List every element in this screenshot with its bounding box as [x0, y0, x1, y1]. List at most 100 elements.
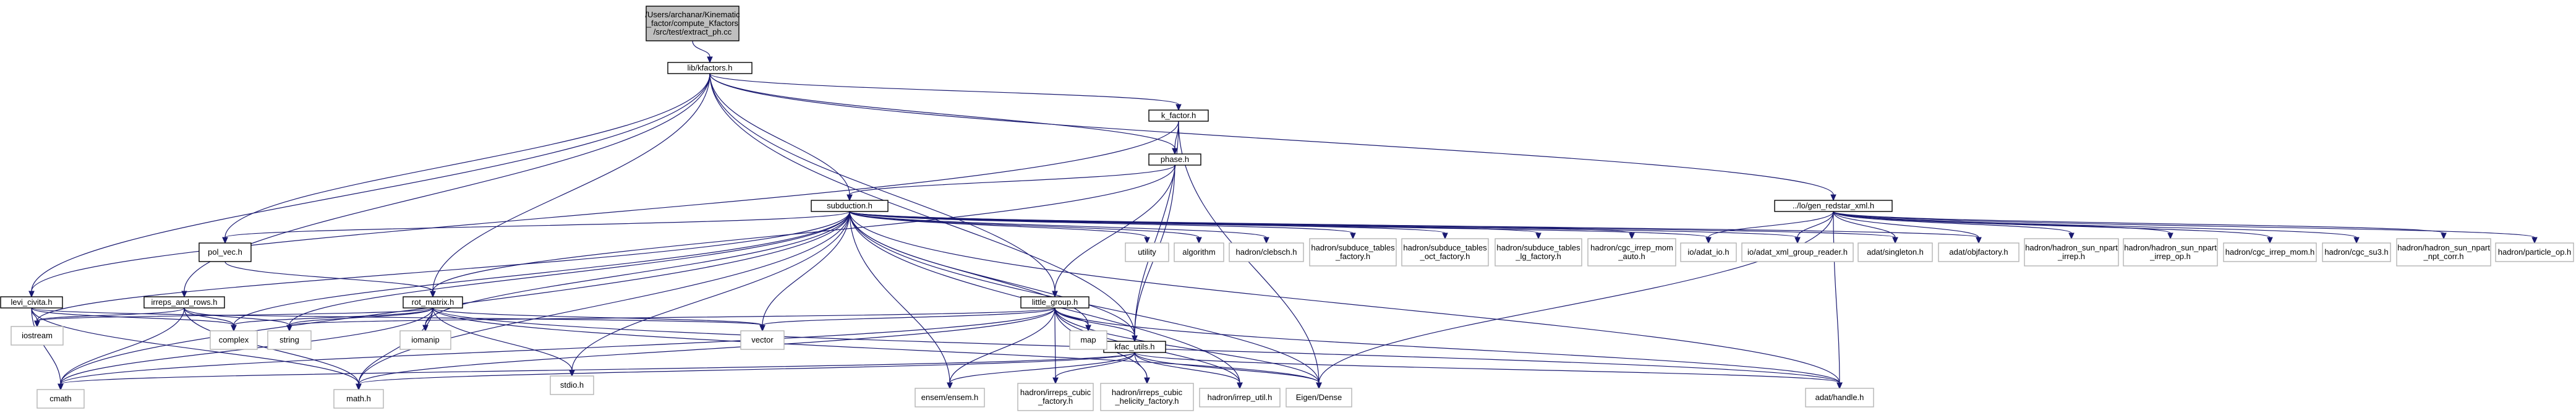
- edge-subd-sub_fac: [849, 211, 1356, 240]
- node-label: hadron/cgc_su3.h: [2324, 247, 2388, 257]
- node-rot[interactable]: rot_matrix.h: [403, 296, 463, 309]
- node-label: complex: [219, 335, 249, 344]
- node-label: _irrep.h: [2057, 252, 2085, 261]
- edge-little-string: [286, 307, 1056, 332]
- edge-redstar-npirrep: [1833, 211, 2075, 240]
- node-cmath: cmath: [36, 389, 85, 409]
- node-little[interactable]: little_group.h: [1020, 296, 1090, 309]
- node-irutil: hadron/irrep_util.h: [1199, 388, 1281, 407]
- node-label: hadron/subduce_tables: [1311, 243, 1395, 252]
- edge-subd-complex: [231, 211, 850, 332]
- edge-redstar-cgcmom: [1833, 211, 2273, 244]
- node-label: subduction.h: [827, 201, 872, 210]
- edge-redstar-npop: [1833, 211, 2173, 240]
- node-label: irreps_and_rows.h: [151, 297, 218, 307]
- edge-kfutil-ensem: [947, 352, 1135, 390]
- node-phase[interactable]: phase.h: [1148, 153, 1201, 166]
- edge-kf-irreps: [181, 73, 710, 298]
- node-map: map: [1069, 330, 1107, 350]
- node-single: adat/singleton.h: [1857, 242, 1933, 262]
- node-kfac[interactable]: k_factor.h: [1148, 109, 1209, 122]
- node-label: /src/test/extract_ph.cc: [654, 27, 732, 36]
- edge-kf-rot: [430, 73, 710, 298]
- node-label: _factory.h: [1335, 252, 1370, 261]
- edge-kfutil-cubic: [1052, 352, 1135, 385]
- node-sub_fac: hadron/subduce_tables_factory.h: [1309, 238, 1397, 267]
- node-label: lib/kfactors.h: [688, 63, 733, 72]
- edge-phase-little: [1052, 164, 1175, 298]
- node-iomanip: iomanip: [399, 330, 451, 350]
- node-label: hadron/cgc_irrep_mom: [1590, 243, 1673, 252]
- node-cgcsu3: hadron/cgc_su3.h: [2322, 242, 2391, 262]
- edge-little-handle: [1054, 307, 1843, 390]
- node-adatio: io/adat_io.h: [1680, 242, 1737, 262]
- node-ensem: ensem/ensem.h: [915, 388, 985, 407]
- node-label: hadron/hadron_sun_npart: [2397, 243, 2490, 252]
- node-label: phase.h: [1161, 155, 1189, 164]
- node-label: algorithm: [1182, 247, 1215, 257]
- edge-subd-clebsch: [849, 211, 1269, 244]
- node-label: cmath: [49, 394, 71, 403]
- node-label: _factory.h: [1038, 396, 1073, 406]
- edge-subd-iostream: [34, 211, 850, 328]
- edge-redstar-adatxml: [1794, 211, 1834, 244]
- node-string: string: [267, 330, 312, 350]
- node-label: adat/handle.h: [1815, 393, 1864, 402]
- node-label: _npt_corr.h: [2423, 252, 2463, 261]
- node-clebsch: hadron/clebsch.h: [1229, 242, 1304, 262]
- node-npop: hadron/hadron_sun_npart_irrep_op.h: [2123, 238, 2218, 267]
- node-label: utility: [1138, 247, 1156, 257]
- edge-redstar-objfac: [1833, 211, 1982, 244]
- node-cubic: hadron/irreps_cubic_factory.h: [1017, 383, 1094, 411]
- node-kfutil[interactable]: kfac_utils.h: [1103, 341, 1166, 353]
- edge-kfutil-mathh: [356, 352, 1135, 391]
- node-label: levi_civita.h: [11, 297, 52, 307]
- edge-little-map: [1054, 307, 1091, 332]
- node-subd[interactable]: subduction.h: [811, 200, 889, 212]
- node-label: hadron/subduce_tables: [1403, 243, 1487, 252]
- edge-redstar-single: [1833, 211, 1898, 244]
- node-stdio: stdio.h: [550, 375, 594, 395]
- node-root[interactable]: /Users/archanar/Kinematic_factor/compute…: [645, 6, 740, 41]
- node-polvec[interactable]: pol_vec.h: [198, 242, 252, 262]
- node-label: adat/objfactory.h: [1949, 247, 2008, 257]
- node-label: hadron/particle_op.h: [2498, 247, 2572, 257]
- node-label: pol_vec.h: [208, 247, 242, 257]
- edge-redstar-partop: [1833, 211, 2538, 244]
- node-label: _irrep_op.h: [2149, 252, 2191, 261]
- edge-irreps-complex: [184, 307, 237, 332]
- node-label: string: [279, 335, 299, 344]
- node-algorithm: algorithm: [1174, 242, 1224, 262]
- edge-subd-polvec: [222, 211, 850, 244]
- edge-subd-kfutil: [849, 211, 1138, 343]
- node-label: adat/singleton.h: [1867, 247, 1924, 257]
- node-label: io/adat_xml_group_reader.h: [1747, 247, 1848, 257]
- node-label: hadron/hadron_sun_npart: [2025, 243, 2118, 252]
- node-sub_oct: hadron/subduce_tables_oct_factory.h: [1401, 238, 1489, 267]
- node-helic: hadron/irreps_cubic_helicity_factory.h: [1100, 383, 1194, 411]
- node-label: kfac_utils.h: [1114, 342, 1154, 351]
- edge-kf-redstar: [709, 73, 1836, 202]
- edges-layer: [28, 40, 2538, 391]
- edge-little-vector: [759, 307, 1056, 332]
- node-levi[interactable]: levi_civita.h: [0, 296, 63, 309]
- node-cgcmom: hadron/cgc_irrep_mom.h: [2223, 242, 2317, 262]
- node-label: io/adat_io.h: [1687, 247, 1729, 257]
- node-label: vector: [751, 335, 774, 344]
- node-label: ensem/ensem.h: [921, 393, 979, 402]
- edge-rot-iostream: [34, 307, 433, 328]
- edge-kf-phase: [709, 73, 1178, 155]
- node-redstar[interactable]: ../lo/gen_redstar_xml.h: [1774, 200, 1893, 212]
- node-vector: vector: [740, 330, 785, 350]
- node-complex: complex: [210, 330, 258, 350]
- node-irreps[interactable]: irreps_and_rows.h: [143, 296, 225, 309]
- node-handle: adat/handle.h: [1805, 388, 1874, 407]
- node-label: _oct_factory.h: [1420, 252, 1470, 261]
- node-label: map: [1080, 335, 1096, 344]
- node-partop: hadron/particle_op.h: [2495, 242, 2574, 262]
- edge-levi-cmath: [31, 307, 64, 391]
- edge-kfutil-eigen: [1134, 352, 1322, 390]
- node-kf[interactable]: lib/kfactors.h: [667, 62, 753, 74]
- node-label: hadron/irreps_cubic: [1112, 388, 1183, 397]
